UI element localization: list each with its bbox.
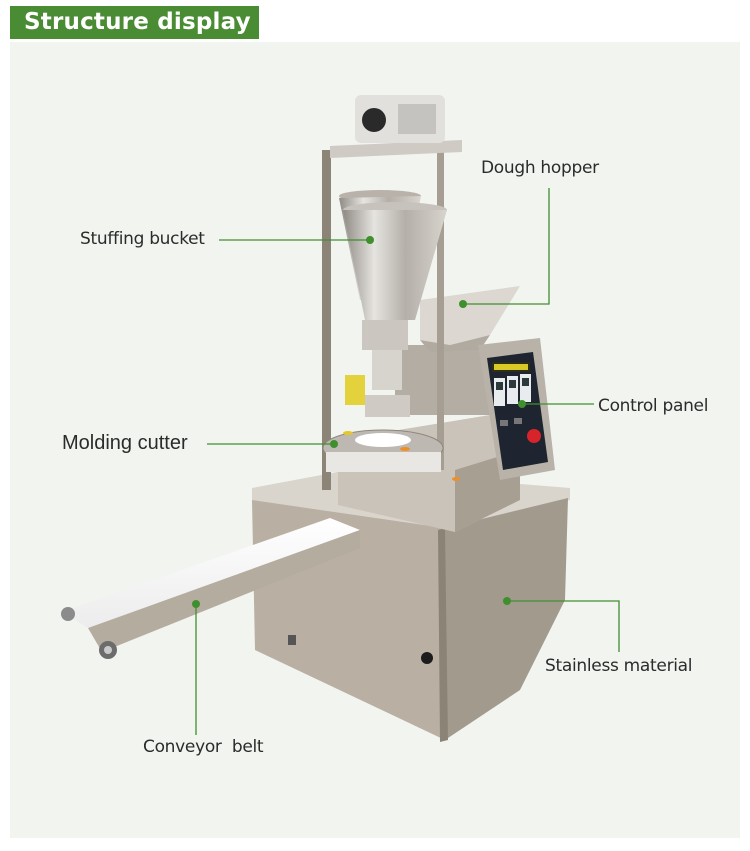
label-control-panel: Control panel bbox=[598, 396, 709, 416]
frame bbox=[322, 95, 462, 490]
control-box bbox=[478, 338, 555, 480]
stuffing-cone bbox=[339, 190, 447, 417]
section-title: Structure display bbox=[10, 6, 259, 39]
label-stainless-material: Stainless material bbox=[545, 656, 693, 676]
label-stuffing-bucket: Stuffing bucket bbox=[80, 229, 205, 249]
conveyor bbox=[61, 518, 360, 659]
label-conveyor-belt: Conveyor belt bbox=[143, 737, 264, 757]
molding-cutter-disc bbox=[322, 429, 460, 481]
label-dough-hopper: Dough hopper bbox=[481, 158, 599, 178]
label-molding-cutter: Molding cutter bbox=[62, 432, 188, 454]
